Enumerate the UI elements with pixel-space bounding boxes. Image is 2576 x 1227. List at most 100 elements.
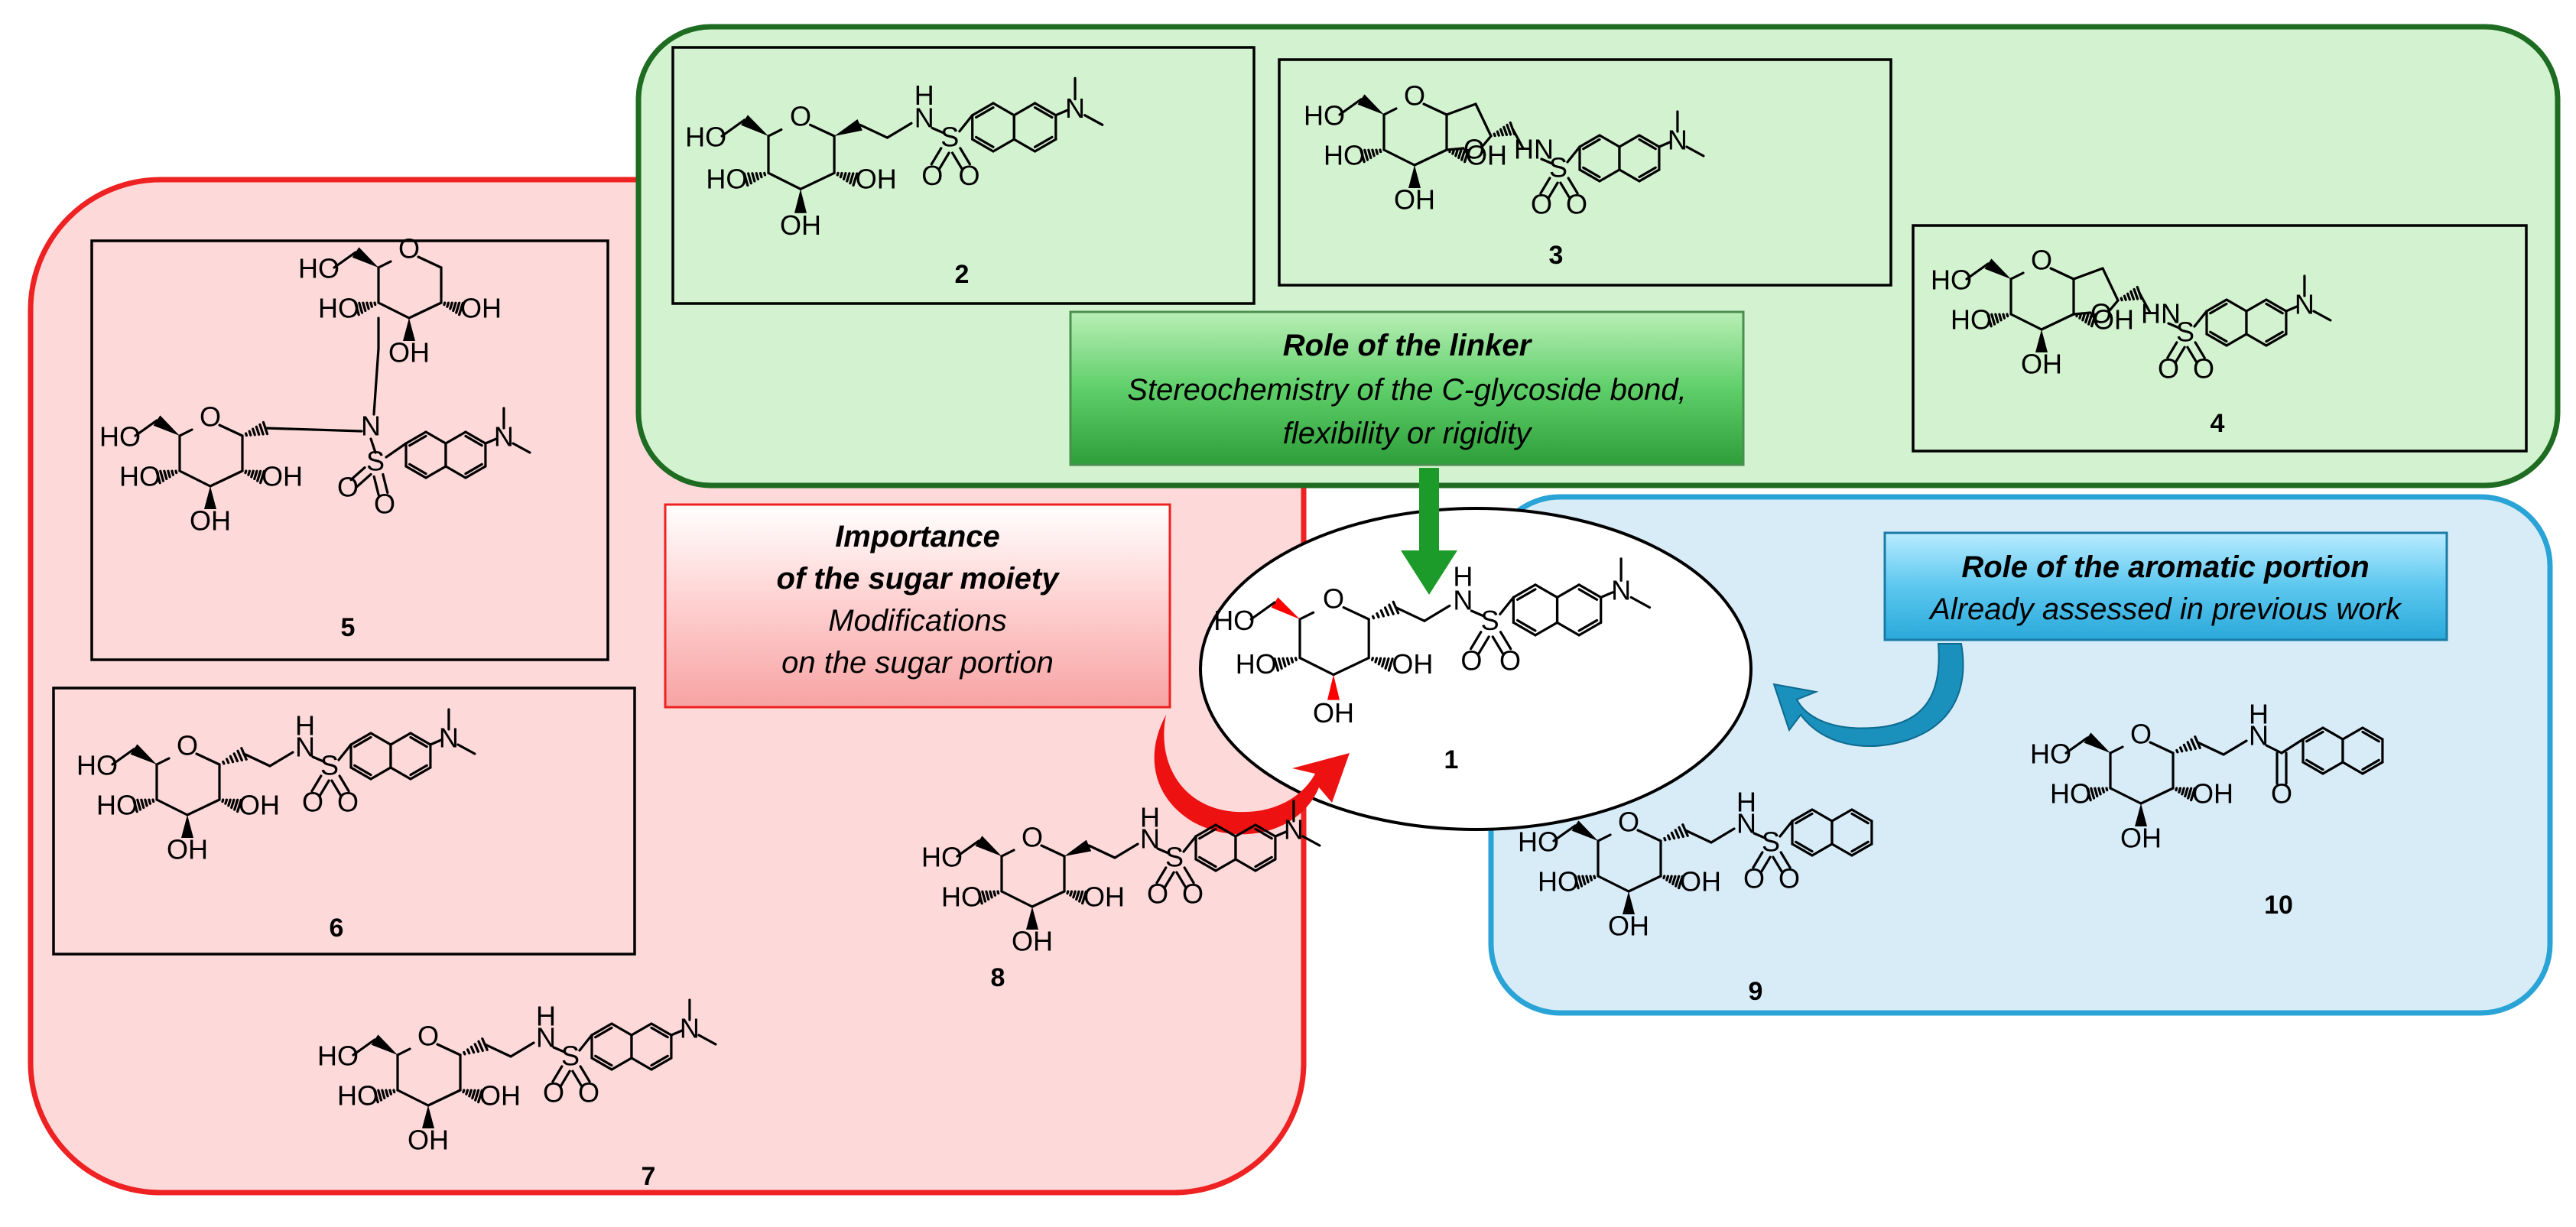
bond [956, 839, 980, 858]
bond [1285, 657, 1291, 666]
atom-label: S [561, 1040, 580, 1072]
bond [971, 138, 995, 153]
bond [1474, 102, 1493, 138]
bond [989, 890, 993, 899]
aromatic-caption-box: Role of the aromatic portion Already ass… [1883, 531, 2448, 641]
atom-label: OH [1680, 866, 1721, 898]
atom-label: O [337, 787, 359, 818]
bond [2009, 271, 2025, 281]
wedge-bond [1623, 891, 1635, 914]
bond [1671, 875, 1677, 886]
bond [2094, 787, 2099, 798]
wedge-bond [130, 744, 157, 764]
wedge-bond [371, 1034, 398, 1055]
atom-label: HO [706, 163, 747, 194]
bond [353, 764, 372, 777]
bond [1753, 832, 1766, 839]
bond [1254, 827, 1273, 840]
bond [2174, 346, 2186, 364]
bond [1470, 609, 1485, 618]
atom-label: O [1022, 822, 1043, 853]
bond [2002, 313, 2006, 320]
bond [2361, 761, 2384, 775]
bond [449, 301, 453, 310]
atom-label: O [1147, 878, 1168, 910]
bond [1012, 138, 1037, 153]
bond [1254, 823, 1277, 838]
bond [767, 171, 802, 190]
bond [849, 172, 855, 185]
bond [650, 1054, 669, 1067]
bond [1581, 875, 1587, 886]
bond [552, 1046, 566, 1053]
wedge-bond [403, 318, 415, 341]
lead-compound-ellipse [1199, 507, 1753, 831]
bond [2302, 726, 2324, 741]
bond [1512, 583, 1537, 599]
bond [385, 1089, 389, 1098]
bond [388, 1089, 392, 1096]
bond [1470, 631, 1483, 651]
wedge-bond [2135, 803, 2147, 826]
bond [1214, 823, 1237, 838]
bond [1298, 656, 1335, 677]
bond [650, 1057, 673, 1071]
atom-label: O [1182, 878, 1204, 910]
bond [2341, 761, 2364, 775]
bond [427, 1089, 462, 1107]
compound-label-6: 6 [330, 914, 344, 943]
bond [846, 172, 851, 183]
bond [1710, 827, 1736, 844]
bond [1477, 635, 1490, 655]
bond [1382, 148, 1416, 167]
bond [1382, 107, 1398, 116]
bond [255, 425, 261, 436]
bond [1254, 858, 1277, 872]
bond [1678, 875, 1684, 890]
bond [409, 764, 428, 777]
atom-label: S [1549, 152, 1567, 183]
bond [885, 122, 913, 139]
bond [1499, 631, 1512, 651]
bond [1394, 605, 1426, 622]
atom-label: HN [2141, 298, 2181, 329]
bond [1277, 657, 1283, 670]
atom-label: O [1463, 134, 1485, 165]
bond [253, 469, 258, 481]
bond [1083, 114, 1104, 126]
bond [2265, 744, 2283, 755]
bond [1298, 611, 1315, 621]
bond [225, 758, 230, 764]
bond [937, 151, 950, 170]
bond [1371, 148, 1376, 157]
bond [1502, 125, 1509, 136]
bond [2072, 311, 2092, 316]
bond [579, 1065, 591, 1083]
bond [232, 752, 239, 763]
atom-label: S [1165, 842, 1184, 873]
atom-label: O [921, 160, 943, 191]
bond [1182, 835, 1197, 853]
bond [1379, 148, 1382, 154]
bond [836, 171, 840, 177]
bond [2078, 313, 2083, 320]
bond [551, 1065, 564, 1083]
bond [2181, 787, 2185, 796]
bond [1491, 635, 1505, 655]
bond [1499, 128, 1504, 137]
atom-label: HO [941, 881, 983, 913]
wedge-bond [1064, 839, 1092, 856]
bond [1629, 596, 1652, 609]
bond [2265, 330, 2284, 343]
bond [2178, 746, 2184, 753]
bond [132, 798, 138, 813]
atom-label: O [2193, 353, 2214, 385]
atom-label: OH [1083, 881, 1125, 913]
bond [318, 779, 330, 797]
bond [950, 151, 963, 170]
wedge-bond [975, 836, 1002, 856]
bond [2302, 761, 2324, 775]
atom-label: OH [2192, 778, 2233, 810]
bond [2361, 758, 2380, 771]
